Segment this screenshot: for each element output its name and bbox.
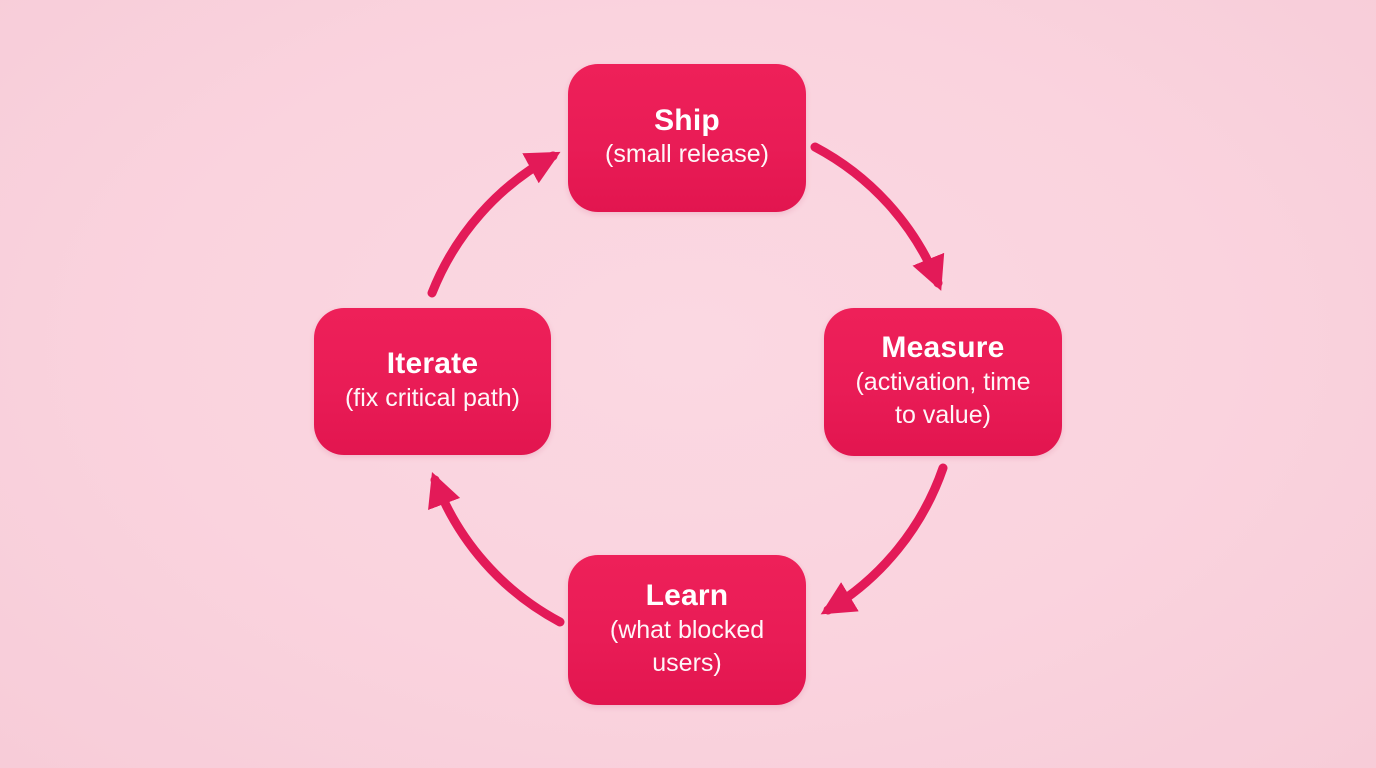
- node-learn: Learn (what blocked users): [568, 555, 806, 705]
- node-iterate: Iterate (fix critical path): [314, 308, 551, 455]
- arrow-iterate-to-ship: [427, 151, 561, 298]
- node-iterate-subtitle: (fix critical path): [344, 383, 521, 412]
- node-measure-subtitle: (activation, time to value): [855, 367, 1031, 430]
- arrow-measure-to-learn: [820, 463, 948, 615]
- arrow-learn-to-iterate: [428, 472, 565, 627]
- arrow-ship-to-measure: [810, 142, 945, 291]
- node-measure: Measure (activation, time to value): [824, 308, 1062, 456]
- node-ship: Ship (small release): [568, 64, 806, 212]
- node-ship-subtitle: (small release): [605, 140, 769, 169]
- node-iterate-title: Iterate: [386, 347, 479, 381]
- node-learn-subtitle: (what blocked users): [609, 615, 765, 678]
- node-ship-title: Ship: [654, 103, 720, 137]
- node-learn-title: Learn: [645, 579, 729, 612]
- node-measure-title: Measure: [881, 331, 1005, 364]
